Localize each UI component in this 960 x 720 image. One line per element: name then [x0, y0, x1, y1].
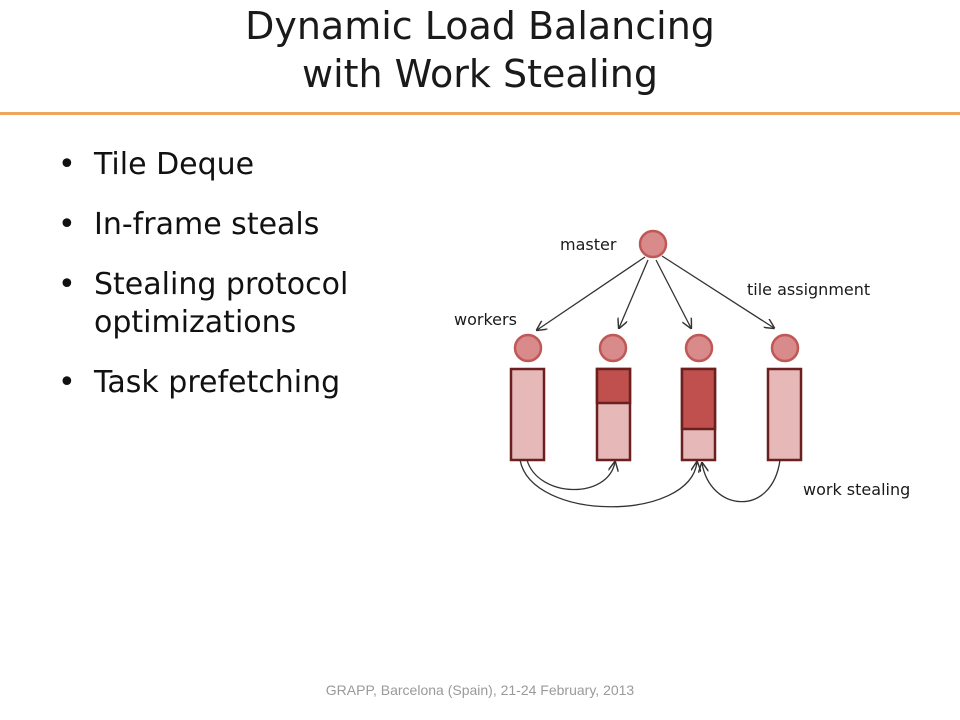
assignment-arrow: [619, 259, 649, 328]
steal-arrow: [519, 459, 697, 508]
bullet-item: Tile Deque: [58, 146, 418, 184]
title-line-2: with Work Stealing: [301, 52, 658, 96]
tile-assignment-label: tile assignment: [747, 280, 870, 299]
title-line-1: Dynamic Load Balancing: [245, 4, 715, 48]
title-divider: [0, 112, 960, 115]
worker-node: [770, 333, 800, 363]
workers-label: workers: [454, 310, 517, 329]
bullet-item: Stealing protocol optimizations: [58, 266, 418, 342]
bullet-item: Task prefetching: [58, 364, 418, 402]
slide-title: Dynamic Load Balancing with Work Stealin…: [0, 2, 960, 98]
steal-arrow: [526, 459, 615, 491]
deque-tile-block: [595, 367, 632, 405]
assignment-arrow: [537, 256, 646, 330]
bullet-item: In-frame steals: [58, 206, 418, 244]
worker-deque: [509, 367, 546, 462]
deque-tile-block: [680, 367, 717, 431]
worker-node: [684, 333, 714, 363]
worker-deque: [766, 367, 803, 462]
worker-node: [598, 333, 628, 363]
assignment-arrow: [655, 259, 691, 328]
master-node: [638, 229, 668, 259]
worker-node: [513, 333, 543, 363]
bullet-list: Tile Deque In-frame steals Stealing prot…: [58, 146, 418, 424]
work-stealing-label: work stealing: [803, 480, 910, 499]
slide-footer: GRAPP, Barcelona (Spain), 21-24 February…: [325, 682, 635, 698]
steal-arrow: [702, 459, 781, 503]
assignment-arrow: [661, 255, 774, 328]
master-label: master: [560, 235, 617, 254]
